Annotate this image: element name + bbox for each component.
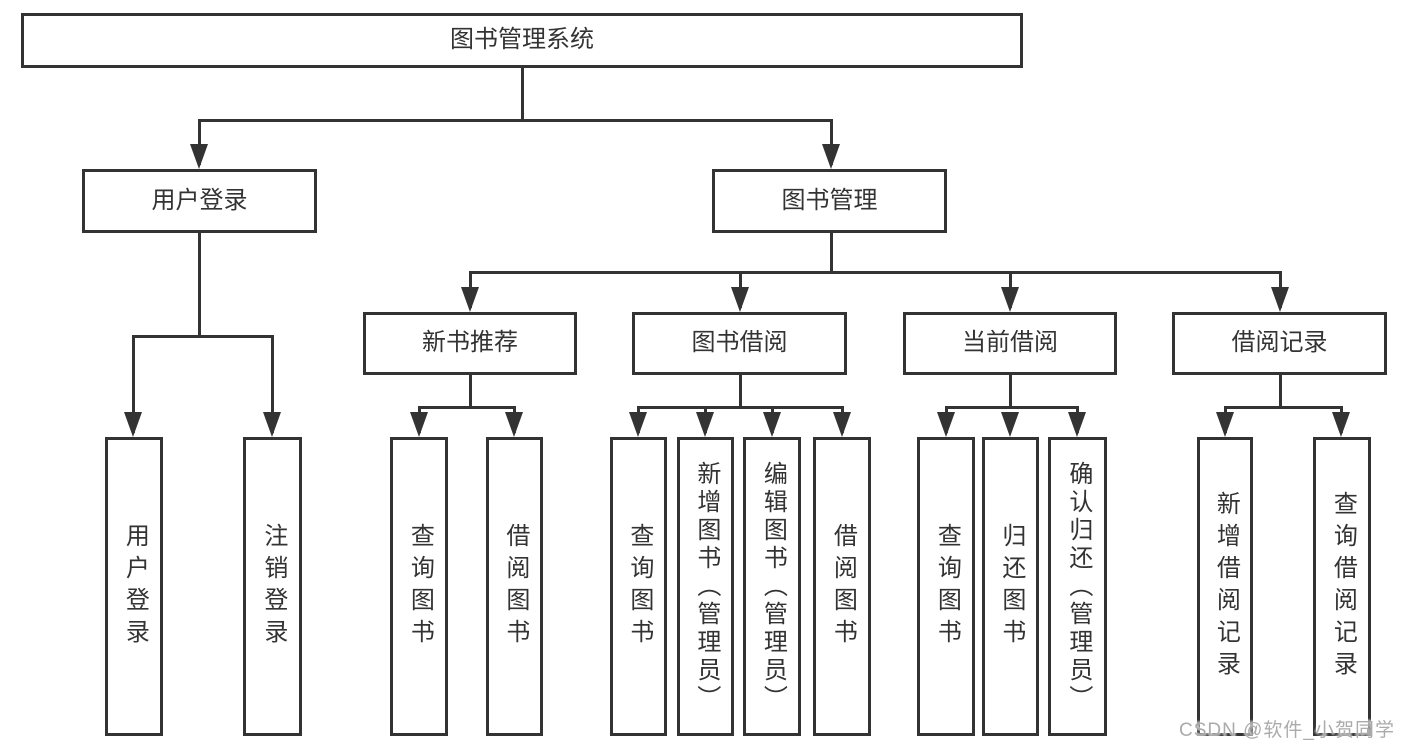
node-leaf-query-books-2: 查询图书 (610, 437, 667, 736)
node-root: 图书管理系统 (21, 13, 1023, 68)
node-label: 注销登录 (259, 522, 287, 651)
arrow-down-icon (461, 287, 479, 312)
node-leaf-query-borrow-record: 查询借阅记录 (1313, 437, 1371, 736)
node-leaf-add-books-admin: 新增图书（管理员） (677, 437, 734, 736)
node-label: 图书管理 (781, 186, 878, 214)
connector-line-horizontal (1223, 405, 1343, 409)
node-label: 用户登录 (151, 186, 248, 214)
connector-line-vertical (197, 120, 201, 165)
connector-line-vertical (738, 375, 742, 407)
arrow-down-icon (833, 412, 851, 437)
connector-line-horizontal (944, 405, 1079, 409)
node-borrowing-records: 借阅记录 (1172, 312, 1387, 375)
connector-line-vertical (1008, 375, 1012, 407)
arrow-down-icon (1332, 412, 1350, 437)
arrow-down-icon (731, 287, 749, 312)
node-leaf-confirm-return-admin: 确认归还（管理员） (1048, 437, 1107, 736)
node-leaf-user-login: 用户登录 (105, 437, 163, 736)
connector-line-vertical (197, 233, 201, 336)
connector-line-horizontal (636, 405, 844, 409)
arrow-down-icon (1271, 287, 1289, 312)
node-label: 查询图书 (933, 522, 961, 651)
arrow-down-icon (190, 144, 208, 169)
node-label: 查询借阅记录 (1329, 490, 1357, 683)
node-label: 归还图书 (997, 522, 1025, 651)
arrow-down-icon (937, 412, 955, 437)
arrow-down-icon (1001, 412, 1019, 437)
node-label: 借阅记录 (1231, 329, 1328, 357)
node-label: 查询图书 (625, 522, 653, 651)
node-label: 新增借阅记录 (1212, 490, 1240, 683)
connector-line-vertical (270, 336, 274, 433)
arrow-down-icon (505, 412, 523, 437)
node-leaf-borrow-books-1: 借阅图书 (486, 437, 543, 736)
node-leaf-query-books-3: 查询图书 (917, 437, 975, 736)
arrow-down-icon (410, 412, 428, 437)
arrow-down-icon (263, 412, 281, 437)
connector-line-vertical (1278, 375, 1282, 407)
node-label: 新书推荐 (422, 329, 518, 357)
node-leaf-edit-books-admin: 编辑图书（管理员） (743, 437, 801, 736)
connector-line-horizontal (417, 405, 516, 409)
node-leaf-query-books-1: 查询图书 (390, 437, 448, 736)
arrow-down-icon (1068, 412, 1086, 437)
node-leaf-add-borrow-record: 新增借阅记录 (1197, 437, 1253, 736)
node-leaf-return-books: 归还图书 (982, 437, 1039, 736)
csdn-watermark: CSDN @软件_小贺同学 (1179, 720, 1395, 741)
node-label: 确认归还（管理员） (1064, 460, 1092, 713)
node-label: 用户登录 (121, 522, 149, 651)
node-leaf-logout: 注销登录 (243, 437, 302, 736)
node-label: 借阅图书 (829, 522, 857, 651)
connector-line-vertical (829, 233, 833, 272)
node-label: 新增图书（管理员） (692, 460, 720, 713)
connector-line-vertical (520, 68, 524, 120)
node-label: 借阅图书 (501, 522, 529, 651)
arrow-down-icon (696, 412, 714, 437)
connector-line-vertical (829, 120, 833, 165)
node-label: 查询图书 (406, 522, 434, 651)
arrow-down-icon (822, 144, 840, 169)
arrow-down-icon (629, 412, 647, 437)
arrow-down-icon (124, 412, 142, 437)
node-user-login: 用户登录 (82, 169, 317, 233)
node-book-management: 图书管理 (712, 169, 947, 233)
connector-line-horizontal (197, 118, 833, 122)
arrow-down-icon (1216, 412, 1234, 437)
node-label: 当前借阅 (962, 329, 1058, 357)
node-leaf-borrow-books-2: 借阅图书 (813, 437, 871, 736)
connector-line-vertical (468, 375, 472, 407)
node-label: 图书借阅 (691, 329, 788, 357)
node-new-book-recommend: 新书推荐 (363, 312, 577, 375)
node-label: 编辑图书（管理员） (759, 460, 787, 713)
connector-line-vertical (131, 336, 135, 433)
arrow-down-icon (1001, 287, 1019, 312)
node-label: 图书管理系统 (450, 26, 594, 54)
node-current-borrowing: 当前借阅 (903, 312, 1117, 375)
arrow-down-icon (763, 412, 781, 437)
connector-line-horizontal (468, 270, 1282, 274)
node-book-borrowing: 图书借阅 (632, 312, 847, 375)
connector-line-horizontal (131, 334, 274, 338)
